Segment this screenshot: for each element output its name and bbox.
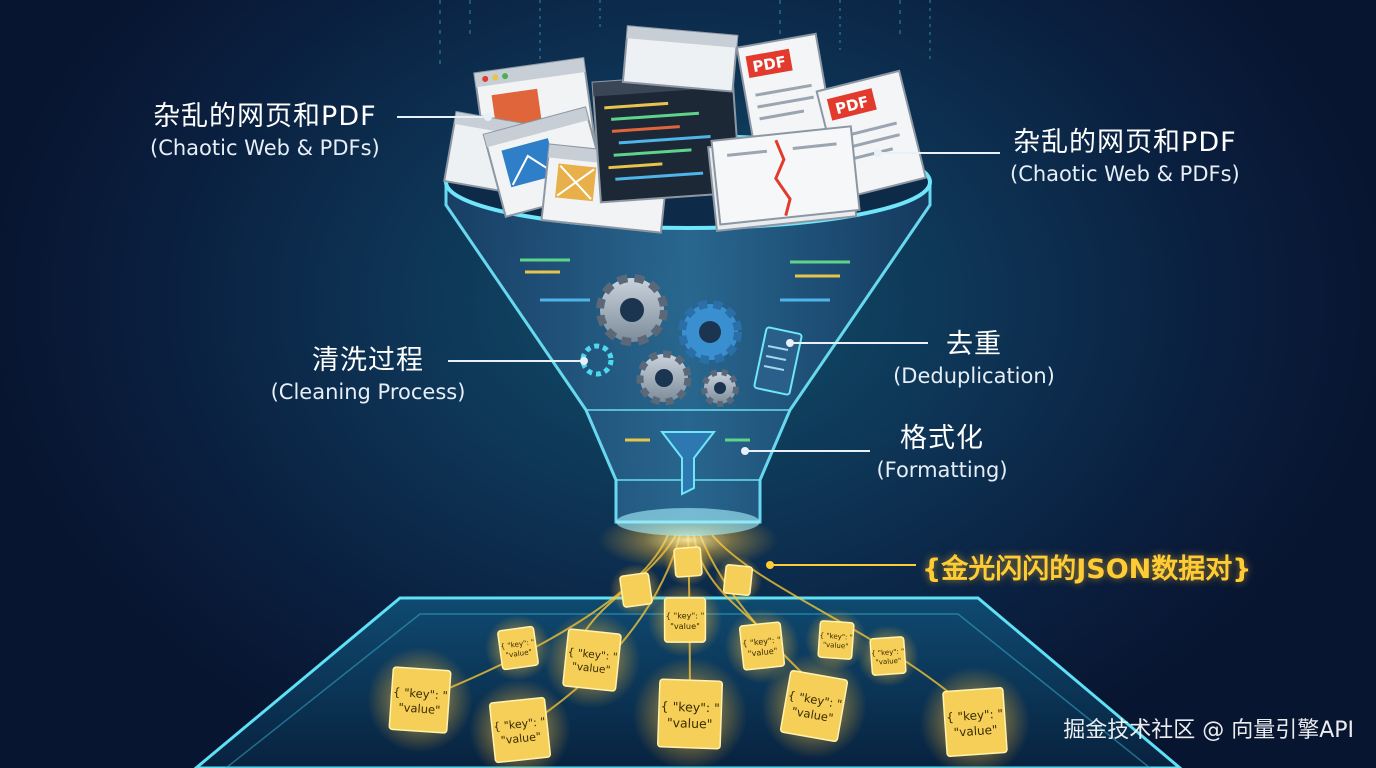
- json-card: { "key": ""value": [485, 615, 551, 681]
- json-card-key: { "key": ": [493, 715, 546, 733]
- pdf-badge-label: PDF: [751, 53, 787, 77]
- json-card: { "key": ""value": [761, 653, 867, 759]
- json-card-value: "value": [747, 645, 778, 658]
- json-card-value: "value": [500, 730, 541, 747]
- json-card-value: "value": [670, 621, 700, 631]
- json-card-group: { "key": ""value"{ "key": ""value"{ "key…: [367, 537, 1030, 768]
- label-input-right: 杂乱的网页和PDF (Chaotic Web & PDFs): [1010, 126, 1240, 188]
- label-dedup-zh: 去重: [946, 329, 1002, 360]
- json-card: { "key": ""value": [632, 656, 748, 768]
- json-card-page: [673, 546, 703, 578]
- json-card-key: { "key": ": [742, 634, 781, 648]
- json-card-key: { "key": ": [819, 631, 853, 641]
- json-card: { "key": ""value": [920, 667, 1030, 768]
- label-dedup-en: (Deduplication): [893, 364, 1055, 388]
- json-card: { "key": ""value": [724, 608, 800, 684]
- messy-documents: PDF PDF: [443, 25, 927, 234]
- json-card-value: "value": [667, 715, 713, 732]
- json-card-page: [942, 686, 1008, 758]
- json-card: { "key": ""value": [367, 647, 473, 753]
- json-card-key: { "key": ": [666, 610, 705, 620]
- json-card-key: { "key": ": [946, 707, 1004, 725]
- json-card-page: [869, 636, 907, 676]
- json-card: { "key": ""value": [857, 625, 919, 687]
- json-card-value: "value": [505, 647, 532, 660]
- json-card-page: [722, 563, 754, 597]
- label-input-right-zh: 杂乱的网页和PDF: [1013, 127, 1237, 158]
- gear-icon: [596, 274, 668, 346]
- json-card: { "key": ""value": [647, 582, 723, 658]
- filter-icon: [659, 431, 717, 496]
- label-cleaning: 清洗过程 (Cleaning Process): [268, 344, 468, 406]
- label-connectors: [397, 116, 1000, 566]
- browser-window-icon: [621, 25, 739, 93]
- watermark: 掘金技术社区 @ 向量引擎API: [1063, 718, 1354, 743]
- pdf-document-icon: PDF: [735, 32, 835, 148]
- json-card-value: "value": [823, 641, 849, 651]
- json-card-value: "value": [875, 657, 901, 667]
- json-card: { "key": ""value": [543, 611, 641, 709]
- label-cleaning-zh: 清洗过程: [312, 345, 424, 376]
- json-card-value: "value": [398, 700, 441, 717]
- json-card-value: "value": [953, 723, 998, 740]
- json-card-value: "value": [571, 661, 611, 677]
- label-formatting-zh: 格式化: [900, 423, 984, 454]
- json-card-page: [488, 696, 552, 764]
- data-rain: [439, 0, 931, 70]
- json-card: { "key": ""value": [469, 679, 571, 768]
- json-card-key: { "key": ": [393, 685, 448, 703]
- json-card-page: [656, 678, 724, 750]
- gear-icon: [580, 343, 614, 377]
- funnel-code-lines: [520, 258, 850, 442]
- label-formatting-en: (Formatting): [876, 458, 1008, 482]
- label-formatting: 格式化 (Formatting): [876, 422, 1008, 484]
- label-input-left-zh: 杂乱的网页和PDF: [153, 101, 377, 132]
- json-card-page: [619, 572, 653, 608]
- json-card-key: { "key": ": [660, 698, 720, 715]
- json-card-page: [388, 666, 452, 734]
- gear-icon: [636, 350, 692, 406]
- json-card-page: [663, 597, 707, 643]
- json-card-page: [738, 621, 786, 671]
- paper-stack-icon: [707, 125, 861, 232]
- gear-icon: [678, 300, 742, 364]
- label-dedup: 去重 (Deduplication): [892, 328, 1056, 390]
- gear-icon: [701, 369, 739, 407]
- json-card-key: { "key": ": [871, 647, 905, 657]
- json-card: [713, 555, 763, 605]
- label-cleaning-en: (Cleaning Process): [270, 380, 466, 404]
- label-input-left-en: (Chaotic Web & PDFs): [150, 136, 380, 160]
- json-card-page: [779, 669, 849, 743]
- json-card-page: [562, 628, 622, 692]
- json-card-key: { "key": ": [567, 646, 618, 663]
- label-input-right-en: (Chaotic Web & PDFs): [1010, 162, 1240, 186]
- label-output-json: {金光闪闪的JSON数据对}: [922, 554, 1252, 585]
- label-input-left: 杂乱的网页和PDF (Chaotic Web & PDFs): [150, 100, 380, 162]
- json-card: [609, 563, 663, 617]
- json-card-page: [497, 625, 539, 671]
- connector-dots: [484, 113, 882, 569]
- json-card: [663, 537, 713, 587]
